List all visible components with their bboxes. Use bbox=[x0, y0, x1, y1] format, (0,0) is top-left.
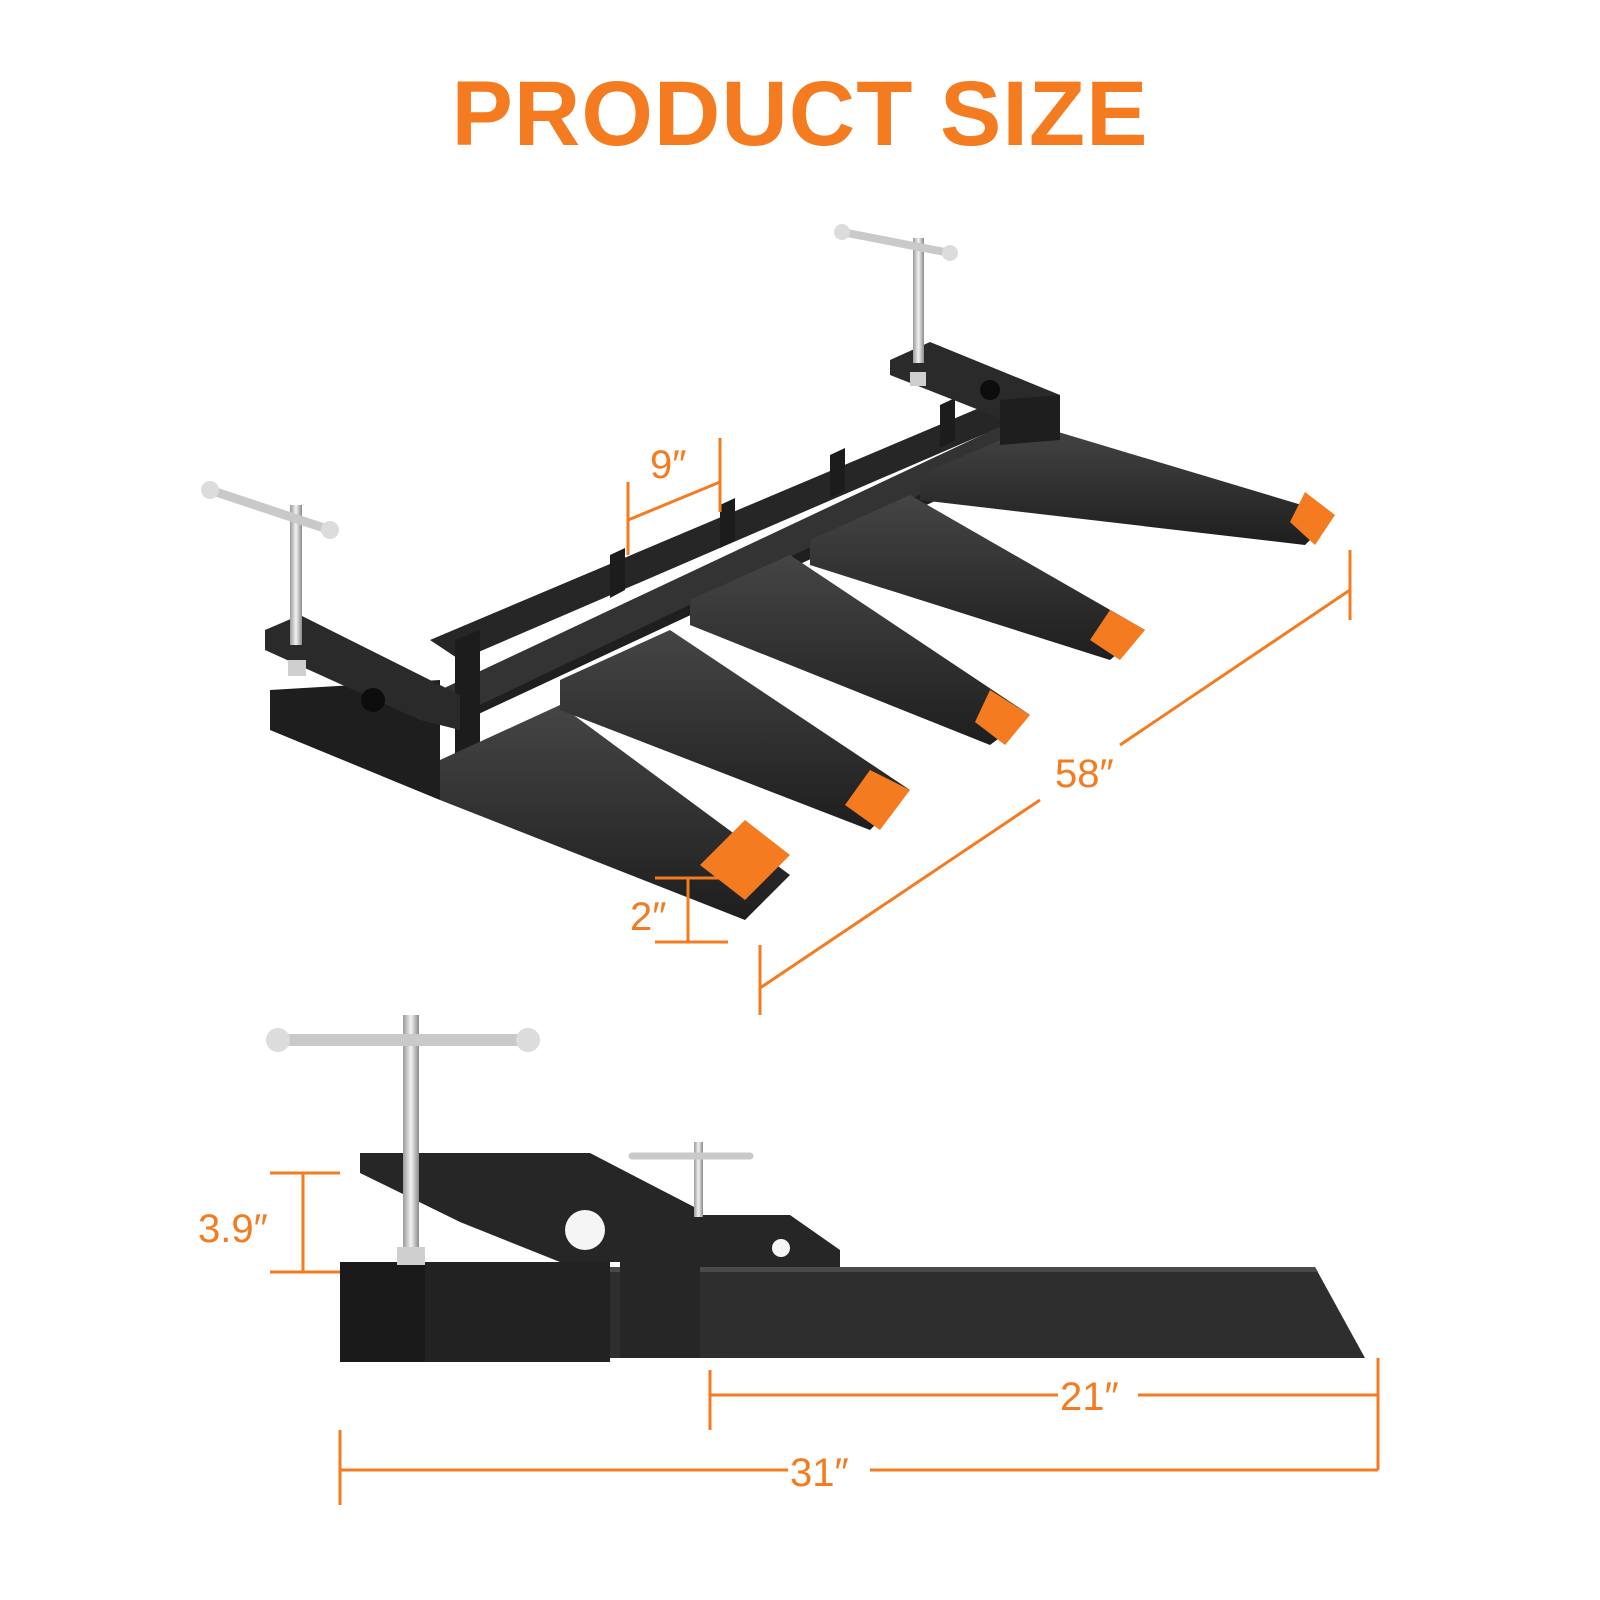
clamp-bolt-right-icon bbox=[834, 224, 958, 386]
tine-length-label: 21″ bbox=[1060, 1375, 1119, 1419]
overall-width-label: 58″ bbox=[1055, 752, 1114, 796]
top-view-fork bbox=[201, 224, 1335, 920]
dimension-overall-width bbox=[758, 550, 1352, 1015]
dimension-tine-length bbox=[708, 1358, 1380, 1470]
overall-length-label: 31″ bbox=[790, 1451, 849, 1495]
clamp-height-label: 3.9″ bbox=[198, 1207, 268, 1251]
tine-4 bbox=[810, 495, 1145, 660]
page-title: PRODUCT SIZE bbox=[451, 63, 1149, 165]
tine-height-label: 2″ bbox=[630, 895, 666, 939]
clamp-bolt-left-icon bbox=[201, 481, 339, 676]
tine-3 bbox=[690, 555, 1030, 745]
dimension-clamp-height bbox=[270, 1171, 340, 1274]
tine-spacing-label: 9″ bbox=[650, 443, 686, 487]
dimension-overall-length bbox=[338, 1430, 1378, 1505]
tine-1 bbox=[440, 705, 790, 920]
clamp-left bbox=[265, 615, 460, 800]
tine-5 bbox=[920, 425, 1335, 545]
dimension-tine-height bbox=[655, 876, 728, 944]
clamp-right bbox=[890, 342, 1060, 445]
side-view-fork bbox=[340, 1153, 1365, 1362]
side-clamp-bolt-icon bbox=[266, 1015, 754, 1265]
tine-2 bbox=[560, 630, 910, 830]
dimension-tine-spacing bbox=[626, 438, 722, 555]
